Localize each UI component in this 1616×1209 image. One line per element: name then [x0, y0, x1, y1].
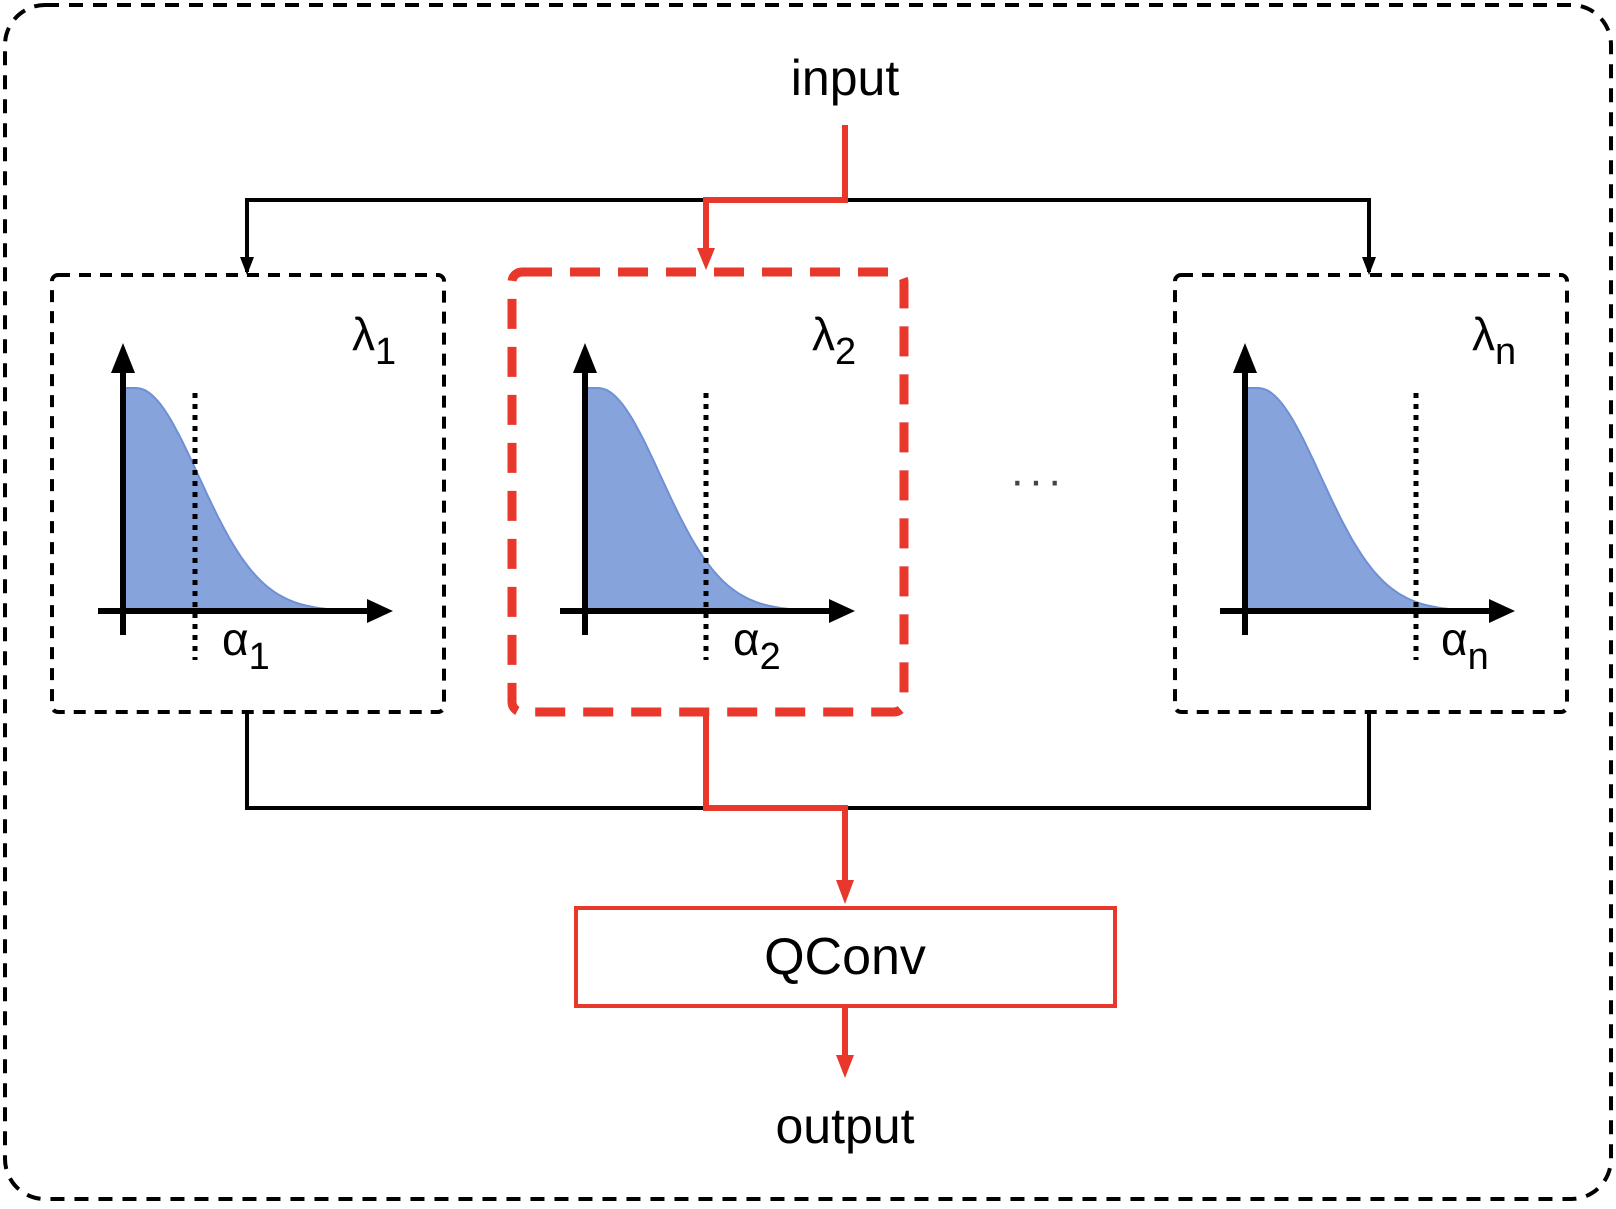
- qconv-label: QConv: [764, 928, 926, 986]
- outer-container: [3, 3, 1613, 1201]
- input-label: input: [791, 50, 900, 106]
- panel-n[interactable]: λn αn: [1173, 273, 1569, 714]
- panel-n-distribution: [1244, 387, 1466, 612]
- panel-2-alpha: α2: [733, 613, 781, 678]
- panel-1-alpha: α1: [222, 613, 270, 678]
- panel-1-axes: [98, 362, 378, 635]
- panel-1-alpha-subscript: 1: [249, 636, 270, 678]
- qconv-box: [574, 906, 1117, 1008]
- panel-2-y-arrowhead: [573, 343, 597, 373]
- selected-input-arrowhead: [697, 248, 715, 270]
- panel-n-lambda: λn: [1472, 308, 1516, 373]
- panel-2-alpha-subscript: 2: [760, 636, 781, 678]
- selected-output-path: [703, 712, 848, 882]
- panel-n-alpha-subscript: n: [1468, 636, 1489, 678]
- panel-1-x-arrowhead: [367, 599, 393, 623]
- panel-1-distribution: [122, 387, 344, 612]
- panel-2-axes: [560, 362, 840, 635]
- panel-2-distribution: [584, 387, 806, 612]
- output-label: output: [775, 1098, 914, 1154]
- arrowhead-panel-1: [240, 257, 254, 275]
- qconv-output-arrowhead: [836, 1055, 854, 1078]
- panel-n-x-arrowhead: [1489, 599, 1515, 623]
- panel-2-lambda-subscript: 2: [835, 331, 856, 373]
- panel-2-selected[interactable]: λ2 α2: [507, 267, 909, 717]
- panel-1-y-arrowhead: [111, 343, 135, 373]
- qconv-block[interactable]: QConv: [574, 906, 1117, 1008]
- panel-1[interactable]: λ1 α1: [50, 273, 446, 714]
- input-distribution-lines: [245, 198, 1371, 272]
- panel-n-alpha: αn: [1441, 613, 1489, 678]
- panel-2-lambda: λ2: [812, 308, 856, 373]
- panel-n-axes: [1220, 362, 1500, 635]
- panel-1-lambda-subscript: 1: [375, 331, 396, 373]
- panel-2-x-arrowhead: [829, 599, 855, 623]
- ellipsis: ···: [1010, 456, 1066, 505]
- panel-n-lambda-subscript: n: [1495, 331, 1516, 373]
- panel-n-y-arrowhead: [1233, 343, 1257, 373]
- selected-input-path: [703, 125, 848, 250]
- output-collection-lines: [245, 712, 1371, 810]
- input-arrowheads: [240, 257, 1376, 275]
- panel-1-lambda: λ1: [352, 308, 396, 373]
- arrowhead-panel-n: [1362, 257, 1376, 275]
- selected-output-arrowhead: [836, 880, 854, 904]
